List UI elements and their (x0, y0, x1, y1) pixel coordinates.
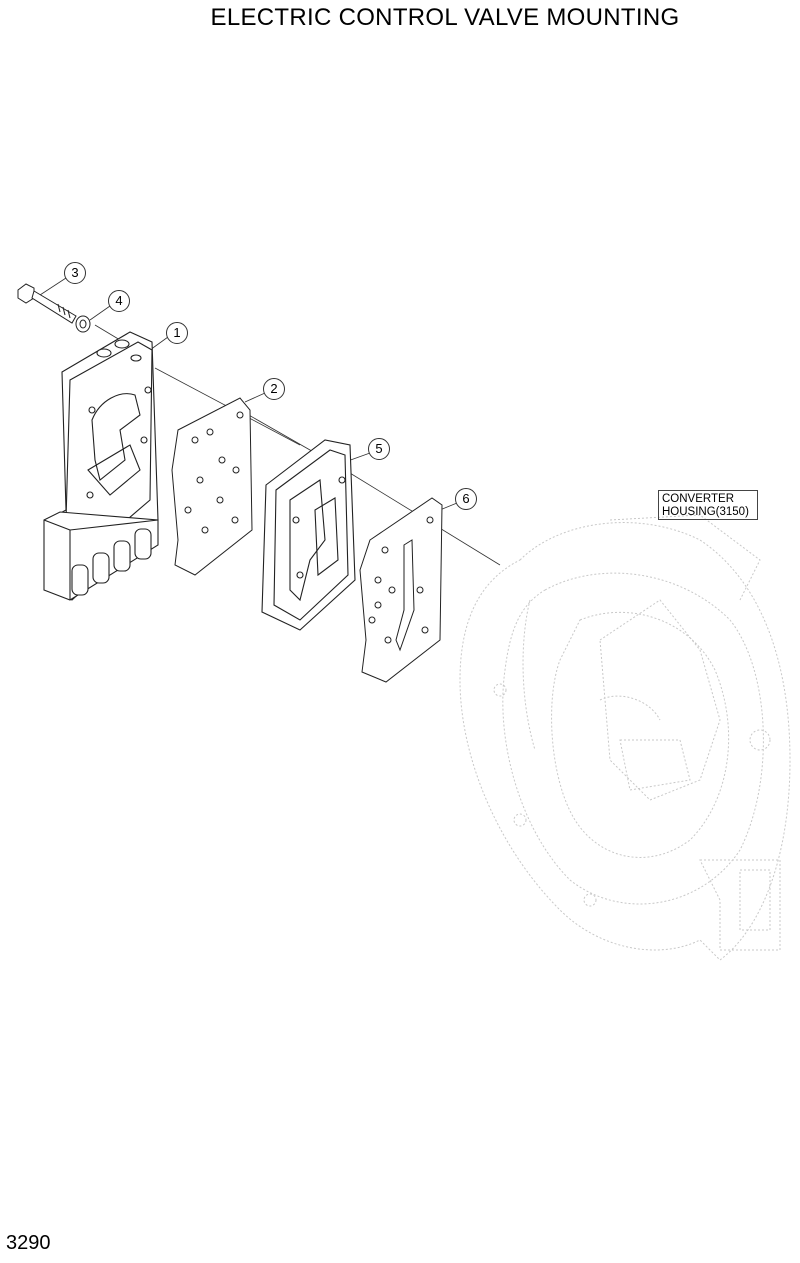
control-valve-body-part-1 (43, 331, 159, 601)
page-title: ELECTRIC CONTROL VALVE MOUNTING (210, 4, 680, 31)
gasket-part-2 (171, 397, 253, 576)
gasket-part-6 (359, 497, 443, 683)
converter-housing-outline (459, 514, 791, 961)
callout-3: 3 (64, 262, 86, 284)
callout-2: 2 (263, 378, 285, 400)
callout-4: 4 (108, 290, 130, 312)
page-number: 3290 (6, 1232, 51, 1254)
callout-1: 1 (166, 322, 188, 344)
reference-line-1: CONVERTER (662, 493, 734, 505)
callout-5: 5 (368, 438, 390, 460)
converter-housing-reference-label: CONVERTER HOUSING(3150) (658, 490, 758, 520)
bolt-part-3 (17, 283, 77, 324)
callout-6: 6 (455, 488, 477, 510)
intermediate-plate-part-5 (261, 439, 356, 631)
washer-part-4 (75, 315, 91, 333)
reference-line-2: HOUSING(3150) (662, 506, 749, 518)
